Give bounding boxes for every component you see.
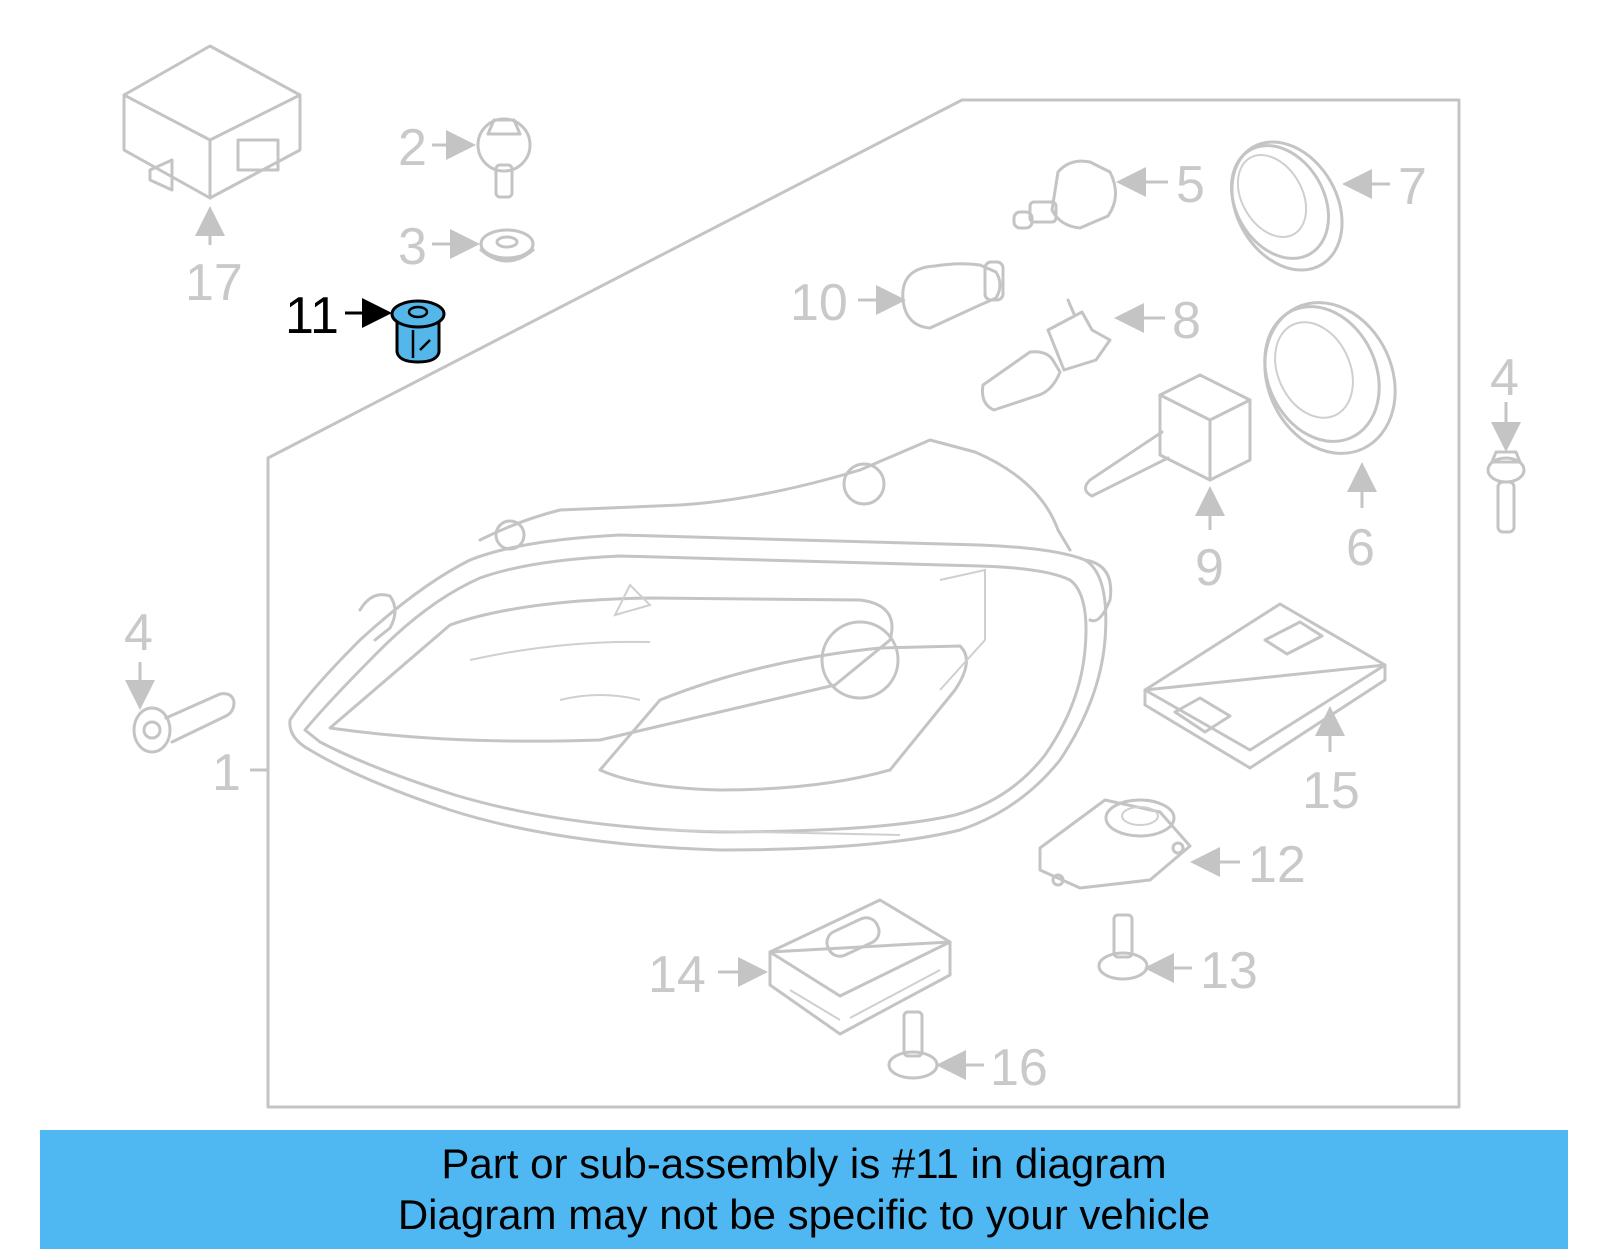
label-2: 2 <box>398 119 427 177</box>
part-10-bulb <box>901 260 1005 330</box>
part-6-cap <box>1263 301 1397 455</box>
part-14-ballast <box>768 898 952 1036</box>
part-5-socket <box>1012 159 1117 230</box>
label-6: 6 <box>1346 519 1375 577</box>
label-13: 13 <box>1200 942 1258 1000</box>
label-10: 10 <box>790 274 848 332</box>
part-12-bracket <box>1038 798 1192 890</box>
assembly-outline <box>266 98 1461 1109</box>
label-1: 1 <box>212 744 241 802</box>
part-4-right-bolt <box>1486 450 1526 534</box>
info-banner: Part or sub-assembly is #11 in diagram D… <box>40 1130 1568 1249</box>
label-3: 3 <box>398 218 427 276</box>
label-14: 14 <box>648 946 706 1004</box>
part-7-cap <box>1230 140 1344 272</box>
label-5: 5 <box>1176 156 1205 214</box>
label-11: 11 <box>285 287 339 345</box>
part-13-screw <box>1097 913 1149 981</box>
label-4-left: 4 <box>124 604 153 662</box>
label-12: 12 <box>1248 836 1306 894</box>
part-16-screw <box>887 1010 939 1080</box>
banner-line-1: Part or sub-assembly is #11 in diagram <box>441 1140 1167 1187</box>
part-3-washer <box>479 228 535 263</box>
part-15-unit <box>1143 602 1387 770</box>
label-9: 9 <box>1195 539 1224 597</box>
part-9-xenon <box>1084 373 1252 498</box>
label-7: 7 <box>1398 158 1427 216</box>
part-2-bolt <box>476 117 532 199</box>
label-16: 16 <box>990 1039 1048 1097</box>
parts-diagram: 17 2 3 11 5 7 1 <box>122 44 1526 1109</box>
label-8: 8 <box>1172 292 1201 350</box>
label-15: 15 <box>1302 762 1360 820</box>
label-4-right: 4 <box>1490 349 1519 407</box>
part-8-halogen <box>981 298 1112 412</box>
label-17: 17 <box>185 254 243 312</box>
part-17-module <box>122 44 302 200</box>
part-1-headlamp <box>288 438 1113 852</box>
banner-line-2: Diagram may not be specific to your vehi… <box>397 1191 1211 1238</box>
part-11-clip <box>390 299 446 364</box>
